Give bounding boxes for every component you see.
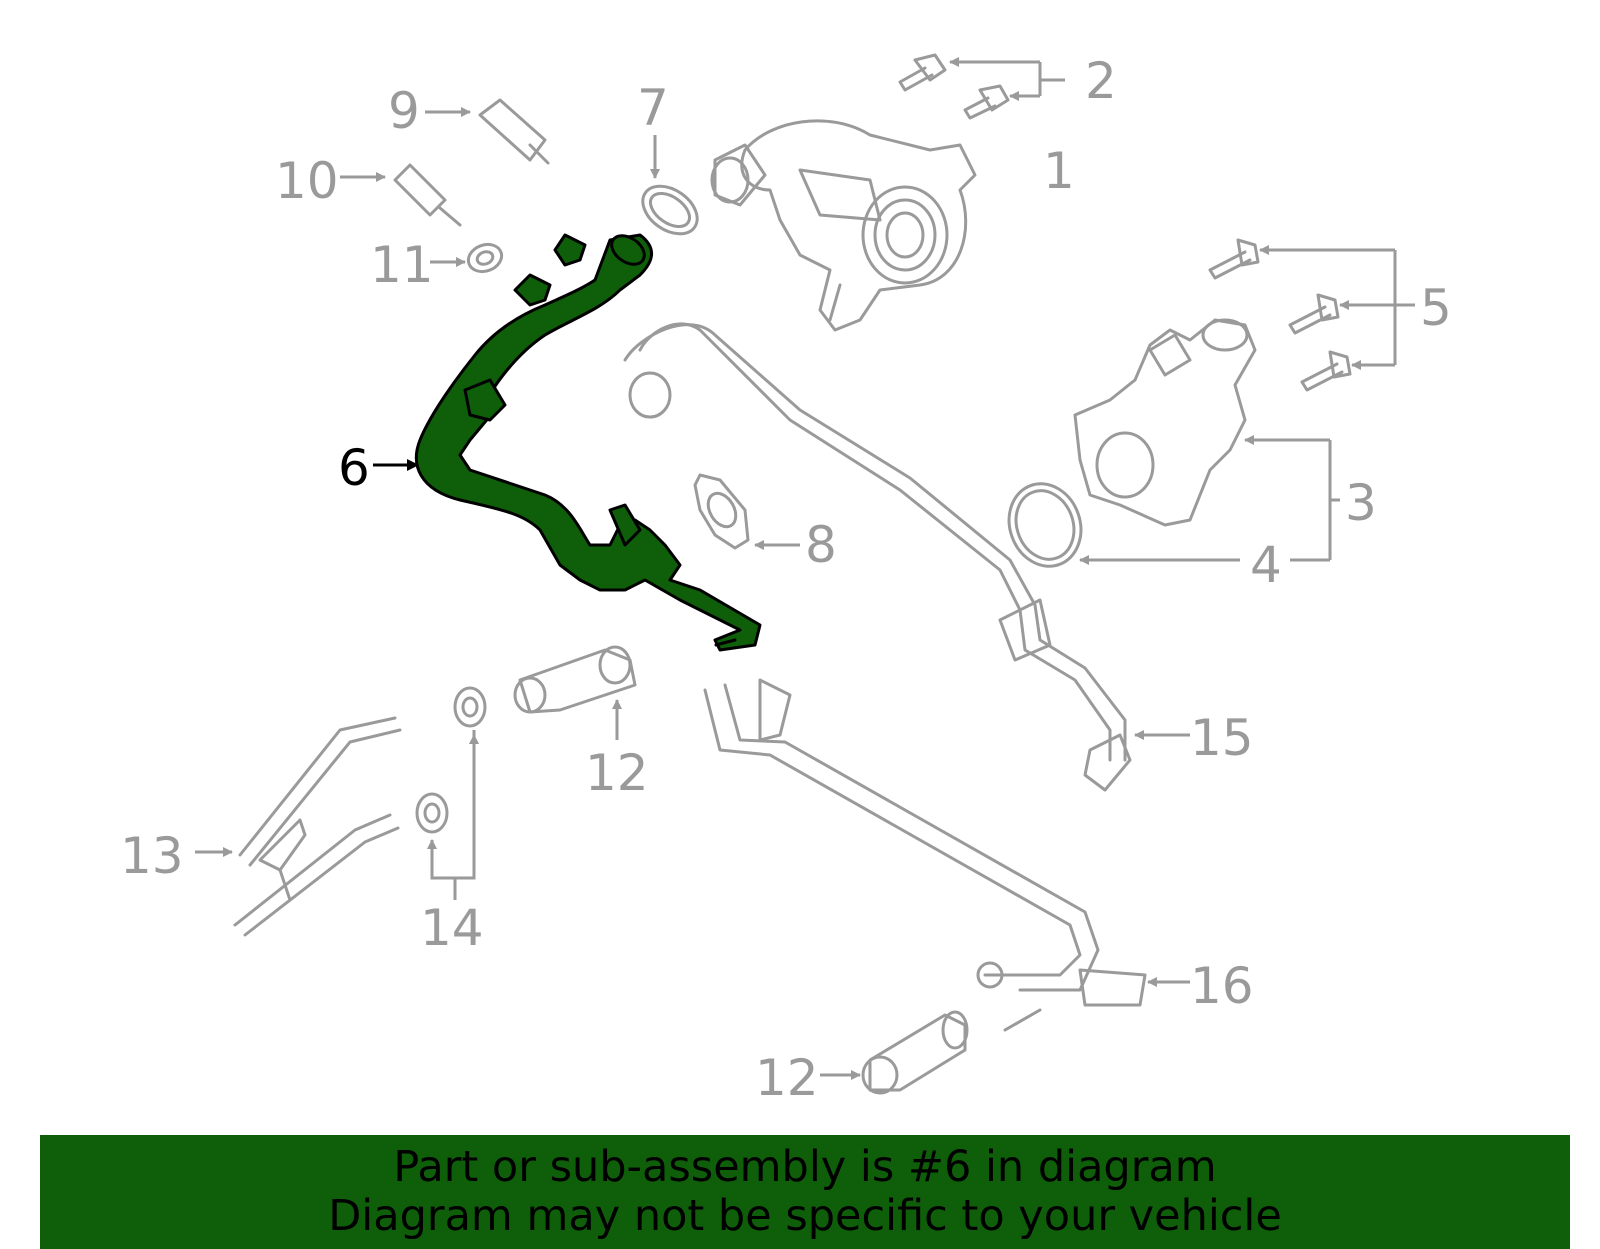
part-1-water-pump[interactable] <box>710 119 977 332</box>
callout-3: 3 <box>1345 474 1377 532</box>
part-4-seal-ring[interactable] <box>998 474 1330 577</box>
callout-10: 10 <box>275 152 339 210</box>
callout-13: 13 <box>120 827 184 885</box>
banner-line-1: Part or sub-assembly is #6 in diagram <box>393 1142 1217 1192</box>
part-13-tube-assembly[interactable] <box>195 716 402 937</box>
banner-line-2: Diagram may not be specific to your vehi… <box>328 1191 1282 1241</box>
callout-12-lower: 12 <box>755 1049 819 1107</box>
callout-11: 11 <box>370 236 434 294</box>
callout-9: 9 <box>388 82 420 140</box>
part-14-washers[interactable] <box>415 686 487 900</box>
part-11-washer[interactable] <box>430 240 505 276</box>
part-12-connector-upper[interactable] <box>513 645 637 740</box>
callout-12-upper: 12 <box>585 744 649 802</box>
callout-6: 6 <box>338 439 370 497</box>
part-16-lower-pipe[interactable] <box>703 678 1190 1032</box>
callout-8: 8 <box>805 516 837 574</box>
info-banner: Part or sub-assembly is #6 in diagram Di… <box>40 1135 1570 1249</box>
callout-7: 7 <box>637 79 669 137</box>
callout-14: 14 <box>420 899 484 957</box>
part-8-gasket[interactable] <box>693 473 800 550</box>
callout-4: 4 <box>1250 536 1282 594</box>
part-2-bolts[interactable] <box>898 53 1065 120</box>
callout-15: 15 <box>1190 709 1254 767</box>
callout-1: 1 <box>1043 142 1075 200</box>
part-3-thermostat-housing[interactable] <box>1073 318 1340 560</box>
callout-5: 5 <box>1420 279 1452 337</box>
part-12-connector-lower[interactable] <box>820 1010 969 1095</box>
part-15-coolant-pipe[interactable] <box>623 322 1190 792</box>
part-9-sensor[interactable] <box>425 98 550 165</box>
part-7-o-ring[interactable] <box>634 135 706 244</box>
part-10-sensor[interactable] <box>340 163 462 227</box>
callout-2: 2 <box>1085 52 1117 110</box>
part-6-coolant-hose-highlighted[interactable] <box>373 230 762 652</box>
callout-16: 16 <box>1190 957 1254 1015</box>
part-5-bolts[interactable] <box>1208 238 1415 392</box>
